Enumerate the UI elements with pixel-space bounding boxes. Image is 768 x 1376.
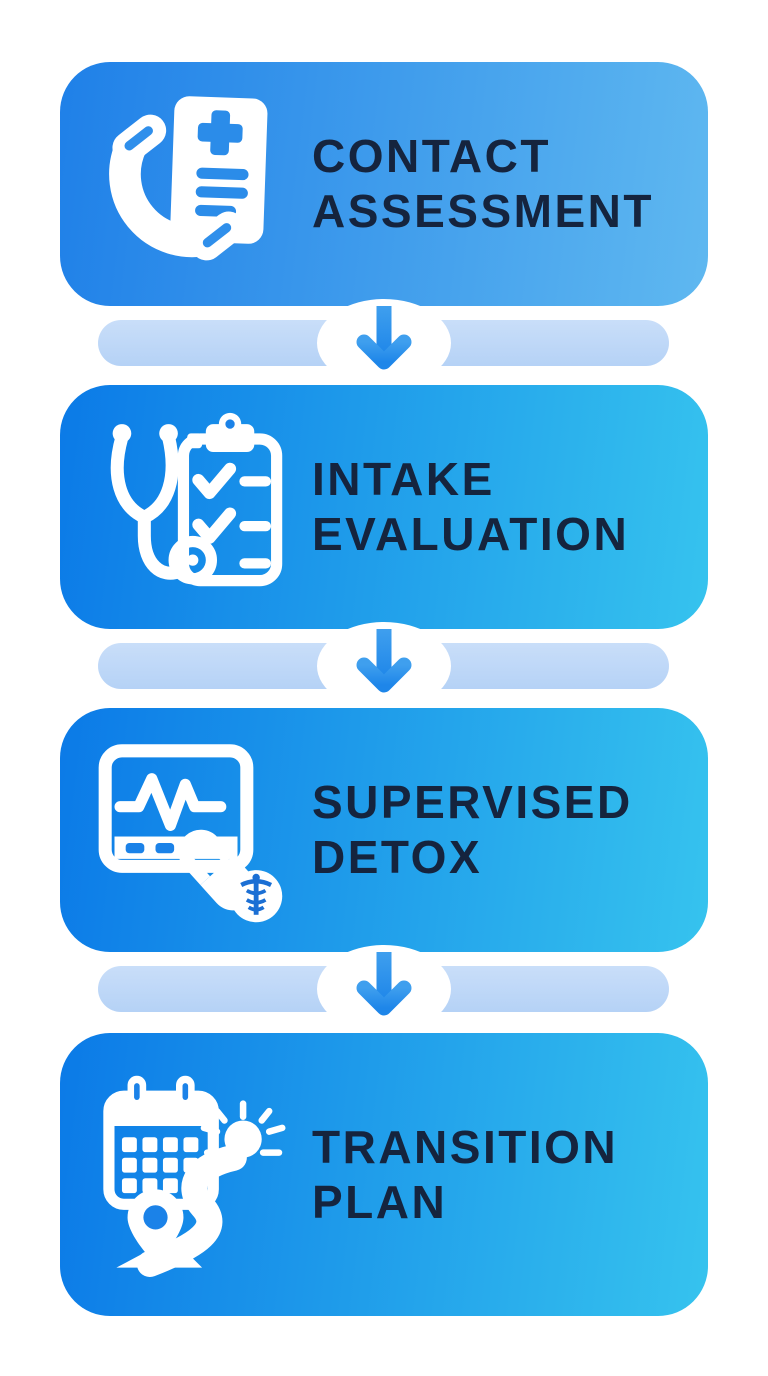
step-title-line2: EVALUATION: [312, 508, 630, 560]
step-title-line2: DETOX: [312, 831, 483, 883]
step-title-supervised-detox: SUPERVISED DETOX: [312, 775, 633, 885]
step-title-line2: ASSESSMENT: [312, 185, 654, 237]
connector: [0, 299, 768, 387]
step-card-contact-assessment: CONTACT ASSESSMENT: [60, 62, 708, 306]
step-title-line2: PLAN: [312, 1175, 448, 1228]
down-arrow-icon: [356, 629, 412, 693]
step-title-line1: SUPERVISED: [312, 776, 633, 828]
step-title-line1: TRANSITION: [312, 1120, 619, 1173]
step-title-intake-evaluation: INTAKE EVALUATION: [312, 452, 629, 562]
step-card-intake-evaluation: INTAKE EVALUATION: [60, 385, 708, 629]
step-title-contact-assessment: CONTACT ASSESSMENT: [312, 129, 654, 239]
phone-medical-document-icon: [90, 86, 302, 282]
calendar-road-sun-pin-icon: [90, 1070, 302, 1279]
step-title-line1: CONTACT: [312, 130, 551, 182]
step-title-transition-plan: TRANSITION PLAN: [312, 1120, 618, 1230]
step-card-transition-plan: TRANSITION PLAN: [60, 1033, 708, 1316]
down-arrow-icon: [356, 952, 412, 1016]
step-title-line1: INTAKE: [312, 453, 495, 505]
step-card-supervised-detox: SUPERVISED DETOX: [60, 708, 708, 952]
vitals-monitor-pill-caduceus-icon: [90, 732, 302, 928]
stethoscope-clipboard-icon: [90, 409, 302, 605]
down-arrow-icon: [356, 306, 412, 370]
connector: [0, 945, 768, 1033]
connector: [0, 622, 768, 710]
